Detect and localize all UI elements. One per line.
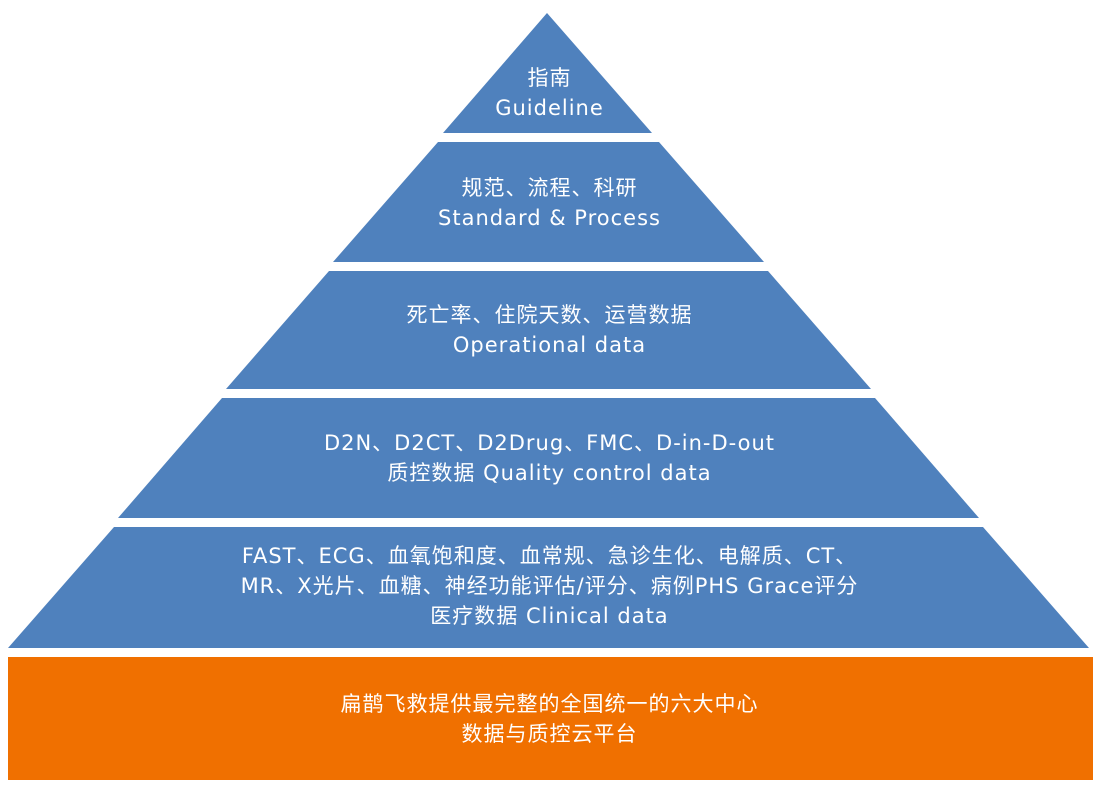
pyramid-layer-standard-process [333,142,764,262]
layer-line: FAST、ECG、血氧饱和度、血常规、急诊生化、电解质、CT、 [241,544,858,568]
pyramid-layer-quality-control [118,398,979,518]
layer-text-operational-data: 死亡率、住院天数、运营数据 Operational data [0,300,1099,360]
pyramid-layer-operational-data [226,271,871,389]
base-line: 数据与质控云平台 [461,722,638,746]
layer-text-clinical-data: FAST、ECG、血氧饱和度、血常规、急诊生化、电解质、CT、 MR、X光片、血… [0,541,1099,631]
layer-line: 规范、流程、科研 [461,176,638,200]
layer-line: 死亡率、住院天数、运营数据 [406,303,693,327]
layer-text-standard-process: 规范、流程、科研 Standard & Process [0,173,1099,233]
layer-line: D2N、D2CT、D2Drug、FMC、D-in-D-out [323,431,776,455]
layer-line: 质控数据 Quality control data [387,461,712,485]
base-platform-text: 扁鹊飞救提供最完整的全国统一的六大中心 数据与质控云平台 [0,689,1099,749]
pyramid-layer-guideline [443,13,652,133]
layer-line: MR、X光片、血糖、神经功能评估/评分、病例PHS Grace评分 [240,574,859,598]
layer-text-quality-control: D2N、D2CT、D2Drug、FMC、D-in-D-out 质控数据 Qual… [0,428,1099,488]
layer-line: Guideline [495,96,604,120]
base-platform-bar [8,657,1093,780]
layer-line: Standard & Process [438,206,661,230]
layer-line: 指南 [527,66,572,90]
layer-line: 医疗数据 Clinical data [430,604,669,628]
base-line: 扁鹊飞救提供最完整的全国统一的六大中心 [340,692,759,716]
pyramid-layer-clinical-data [8,527,1089,648]
layer-line: Operational data [452,333,647,357]
layer-text-guideline: 指南 Guideline [0,63,1099,123]
